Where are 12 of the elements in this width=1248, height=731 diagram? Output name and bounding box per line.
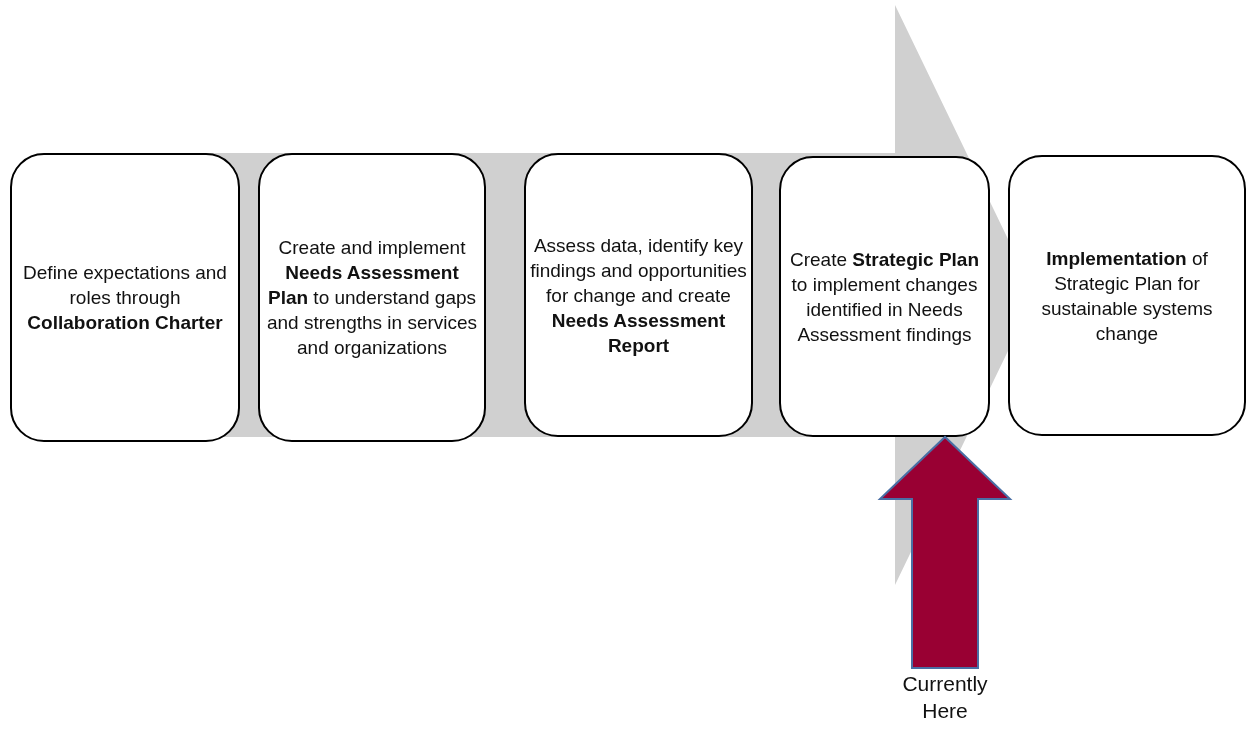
step-box — [779, 156, 990, 437]
pointer-arrow — [877, 435, 1013, 669]
step-text: Implementation of Strategic Plan for sustainable systems change — [1040, 246, 1214, 346]
step-text: Assess data, identify key findings and opportunities for change and create Needs Assessment Report — [529, 233, 748, 358]
step-box — [524, 153, 753, 437]
step-text: Define expectations and roles through Collaboration Charter — [22, 261, 228, 335]
step-box — [10, 153, 240, 442]
step-text: Create Strategic Plan to implement changes identified in Needs Assessment findings — [789, 247, 980, 347]
step-box — [1008, 155, 1246, 436]
caption-text: Currently Here — [901, 671, 989, 724]
step-text: Create and implement Needs Assessment Plan to understand gaps and strengths in services and organizations — [265, 236, 479, 360]
step-box — [258, 153, 486, 442]
